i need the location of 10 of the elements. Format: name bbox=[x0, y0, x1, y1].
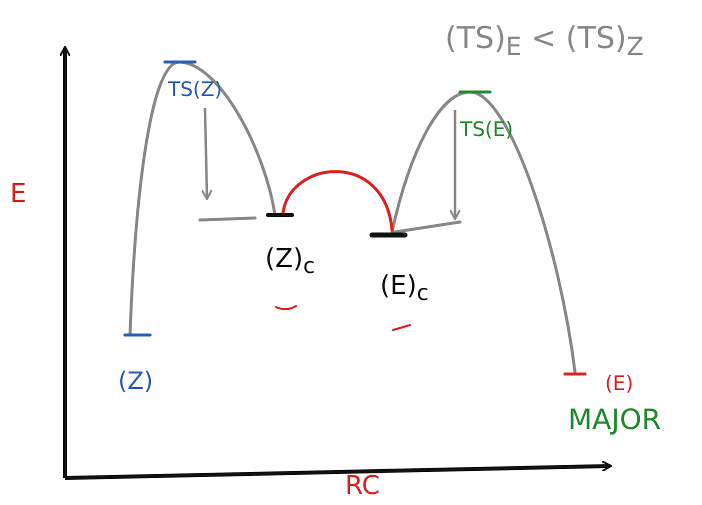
complex-label: (E)$_{c}$ bbox=[380, 272, 429, 306]
transition-state-label: TS(E) bbox=[460, 118, 514, 140]
axis-label: RC bbox=[345, 472, 380, 501]
isomer-label: (E) bbox=[605, 372, 634, 394]
inequality-note: (TS)$_{E}$ < (TS)$_{Z}$ bbox=[445, 22, 644, 60]
product-note: MAJOR bbox=[568, 405, 662, 436]
axis-label: E bbox=[10, 180, 26, 209]
transition-state-label: TS(Z) bbox=[168, 78, 222, 100]
complex-label: (Z)$_{c}$ bbox=[265, 245, 316, 280]
isomer-label: (Z) bbox=[118, 368, 154, 394]
